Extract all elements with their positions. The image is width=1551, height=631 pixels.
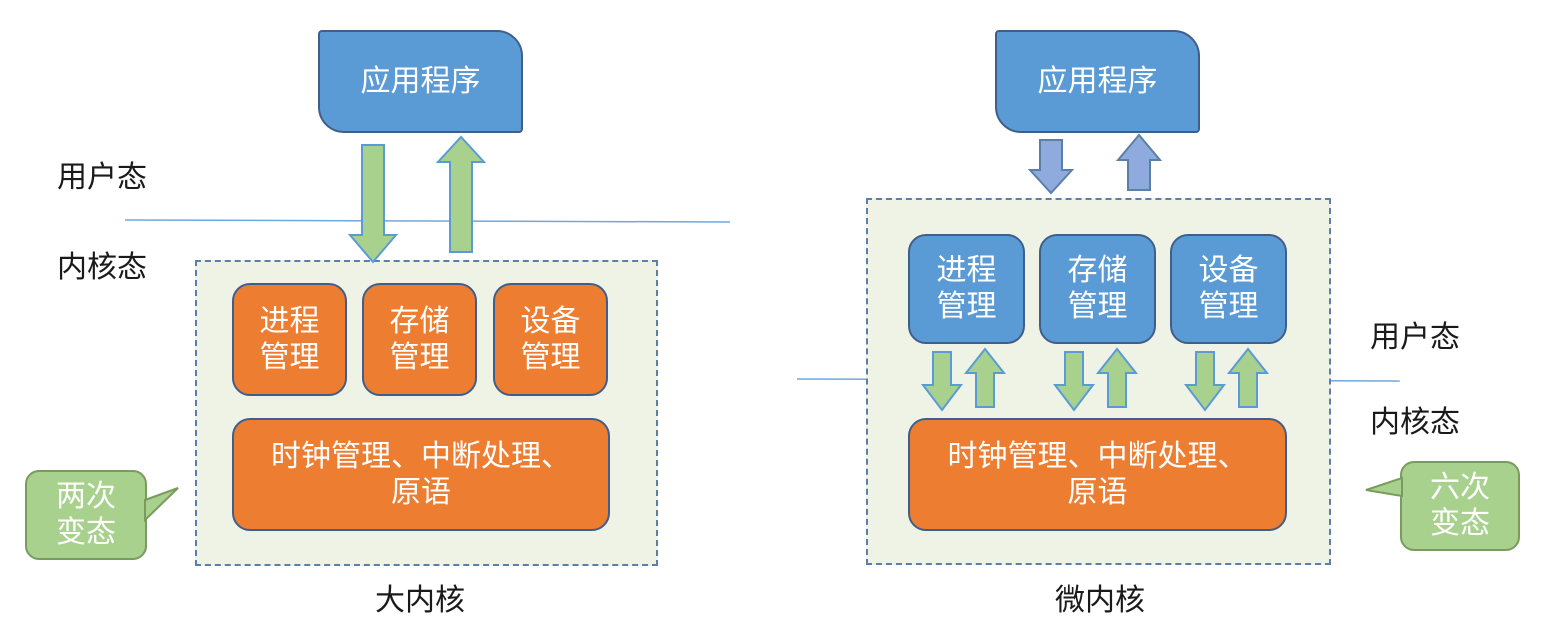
- left-caption: 大内核: [375, 583, 465, 618]
- right-app-box: 应用程序: [995, 30, 1200, 133]
- left-storage-line1: 存储: [389, 303, 450, 339]
- right-user-mode-label: 用户态: [1370, 320, 1460, 355]
- right-storage-down-arrow: [1052, 351, 1096, 412]
- left-callout: 两次 变态: [25, 470, 147, 560]
- right-storage-line2: 管理: [1067, 289, 1128, 324]
- right-device-line1: 设备: [1198, 253, 1259, 288]
- left-app-label: 应用程序: [360, 63, 481, 99]
- right-callout-line2: 变态: [1430, 506, 1490, 541]
- right-process-line2: 管理: [936, 289, 997, 324]
- right-core-line1: 时钟管理、中断处理、: [947, 438, 1248, 474]
- right-up-arrow-top: [1115, 133, 1163, 191]
- left-user-mode-label: 用户态: [57, 160, 147, 195]
- left-kernel-mode-label: 内核态: [57, 250, 147, 285]
- right-core-line2: 原语: [1067, 474, 1128, 510]
- right-callout-tail: [1365, 476, 1403, 498]
- right-storage-module: 存储 管理: [1039, 234, 1156, 344]
- right-storage-up-arrow: [1095, 347, 1139, 408]
- right-callout-line1: 六次: [1430, 470, 1490, 505]
- left-callout-line2: 变态: [56, 515, 116, 550]
- left-up-arrow: [435, 135, 487, 253]
- left-device-line1: 设备: [520, 303, 581, 339]
- right-callout: 六次 变态: [1400, 461, 1520, 551]
- right-app-label: 应用程序: [1037, 63, 1158, 99]
- left-core-line1: 时钟管理、中断处理、: [271, 438, 571, 474]
- left-process-module: 进程 管理: [232, 283, 347, 396]
- left-process-line2: 管理: [259, 339, 320, 375]
- right-core-box: 时钟管理、中断处理、 原语: [908, 418, 1287, 531]
- right-device-line2: 管理: [1198, 289, 1259, 324]
- left-process-line1: 进程: [259, 303, 320, 339]
- left-down-arrow: [347, 144, 399, 264]
- right-down-arrow-top: [1027, 139, 1075, 195]
- right-process-module: 进程 管理: [908, 234, 1025, 344]
- left-callout-tail: [144, 487, 179, 523]
- right-process-up-arrow: [963, 347, 1007, 408]
- left-core-box: 时钟管理、中断处理、 原语: [232, 418, 610, 531]
- right-process-down-arrow: [920, 351, 964, 412]
- left-device-line2: 管理: [520, 339, 581, 375]
- right-device-up-arrow: [1226, 347, 1270, 408]
- left-callout-line1: 两次: [56, 479, 116, 514]
- right-process-line1: 进程: [936, 253, 997, 288]
- left-device-module: 设备 管理: [493, 283, 608, 396]
- right-caption: 微内核: [1055, 583, 1145, 618]
- right-storage-line1: 存储: [1067, 253, 1128, 288]
- right-device-module: 设备 管理: [1170, 234, 1287, 344]
- left-core-line2: 原语: [391, 474, 451, 510]
- left-mode-divider: [124, 219, 731, 223]
- left-storage-line2: 管理: [389, 339, 450, 375]
- left-app-box: 应用程序: [318, 30, 523, 133]
- right-device-down-arrow: [1183, 351, 1227, 412]
- right-kernel-mode-label: 内核态: [1370, 405, 1460, 440]
- left-storage-module: 存储 管理: [362, 283, 477, 396]
